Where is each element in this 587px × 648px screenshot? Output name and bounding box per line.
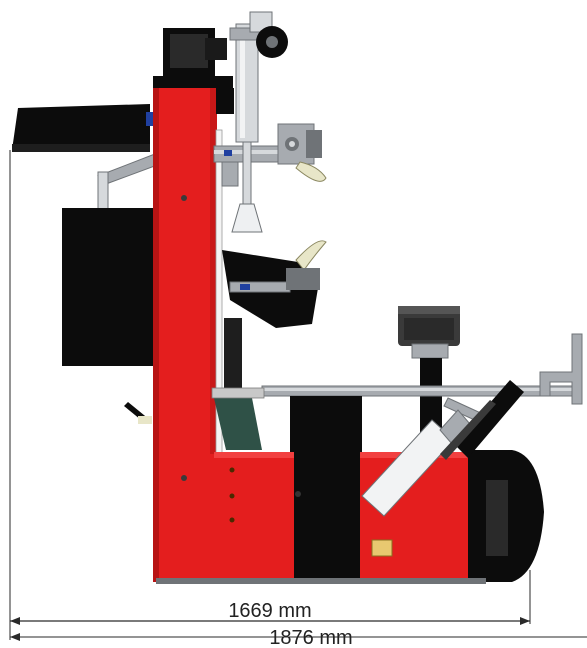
dimension-lines xyxy=(9,150,587,641)
top-assembly xyxy=(163,11,288,143)
side-cabinet xyxy=(62,208,158,366)
handle-bar xyxy=(539,333,583,405)
base-assembly xyxy=(124,380,544,584)
bead-breaker-head xyxy=(222,240,327,388)
dimension-label-inner: 1669 mm xyxy=(228,600,311,622)
control-panel xyxy=(12,104,156,152)
pneumatic-cylinder xyxy=(235,23,259,143)
dimension-label-outer: 1876 mm xyxy=(269,627,352,648)
support-arm xyxy=(97,151,161,213)
red-base xyxy=(214,452,294,582)
upper-arm xyxy=(213,123,327,233)
main-column xyxy=(153,76,234,582)
